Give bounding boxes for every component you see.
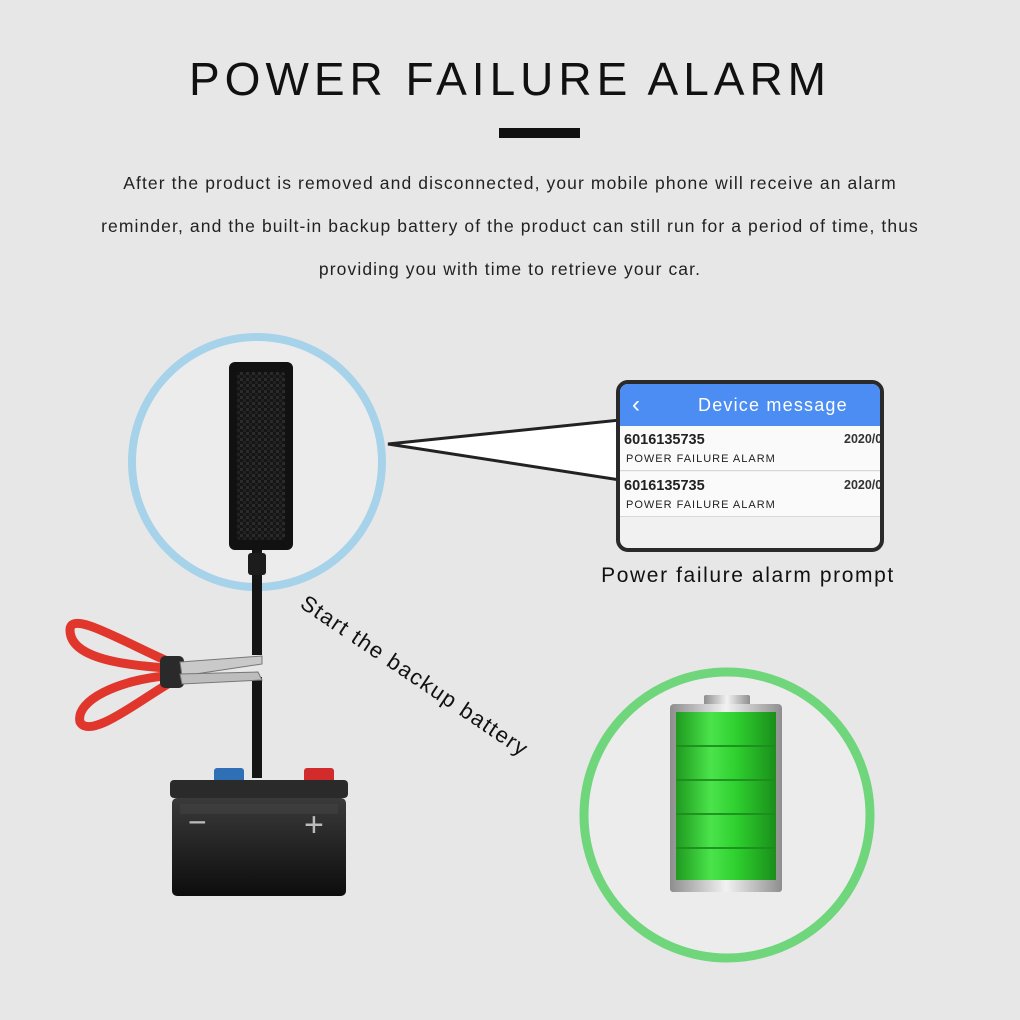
phone-title: Device message	[698, 395, 848, 415]
message-number: 6016135735	[624, 432, 705, 448]
callout-pointer	[387, 418, 622, 482]
message-number: 6016135735	[624, 478, 705, 494]
message-item[interactable]: 6016135735 2020/0 POWER FAILURE ALARM	[620, 472, 880, 517]
message-text: POWER FAILURE ALARM	[626, 453, 776, 465]
message-item[interactable]: 6016135735 2020/0 POWER FAILURE ALARM	[620, 426, 880, 471]
car-battery	[170, 768, 348, 896]
phone-header: ‹ Device message	[620, 384, 880, 426]
phone-message-screen: ‹ Device message 6016135735 2020/0 POWER…	[616, 380, 884, 552]
battery-minus-sign: −	[188, 804, 207, 840]
scissors-icon	[65, 618, 263, 732]
page-description: After the product is removed and disconn…	[101, 173, 919, 279]
backup-battery-icon	[670, 695, 782, 892]
page-title: POWER FAILURE ALARM	[188, 53, 831, 105]
message-date: 2020/0	[844, 478, 883, 492]
message-date: 2020/0	[844, 432, 883, 446]
back-chevron-icon[interactable]: ‹	[632, 391, 640, 418]
message-text: POWER FAILURE ALARM	[626, 499, 776, 511]
title-underline	[499, 128, 580, 138]
battery-plus-sign: +	[304, 806, 324, 844]
alarm-prompt-caption: Power failure alarm prompt	[601, 564, 895, 587]
gps-tracker-device	[229, 362, 293, 550]
